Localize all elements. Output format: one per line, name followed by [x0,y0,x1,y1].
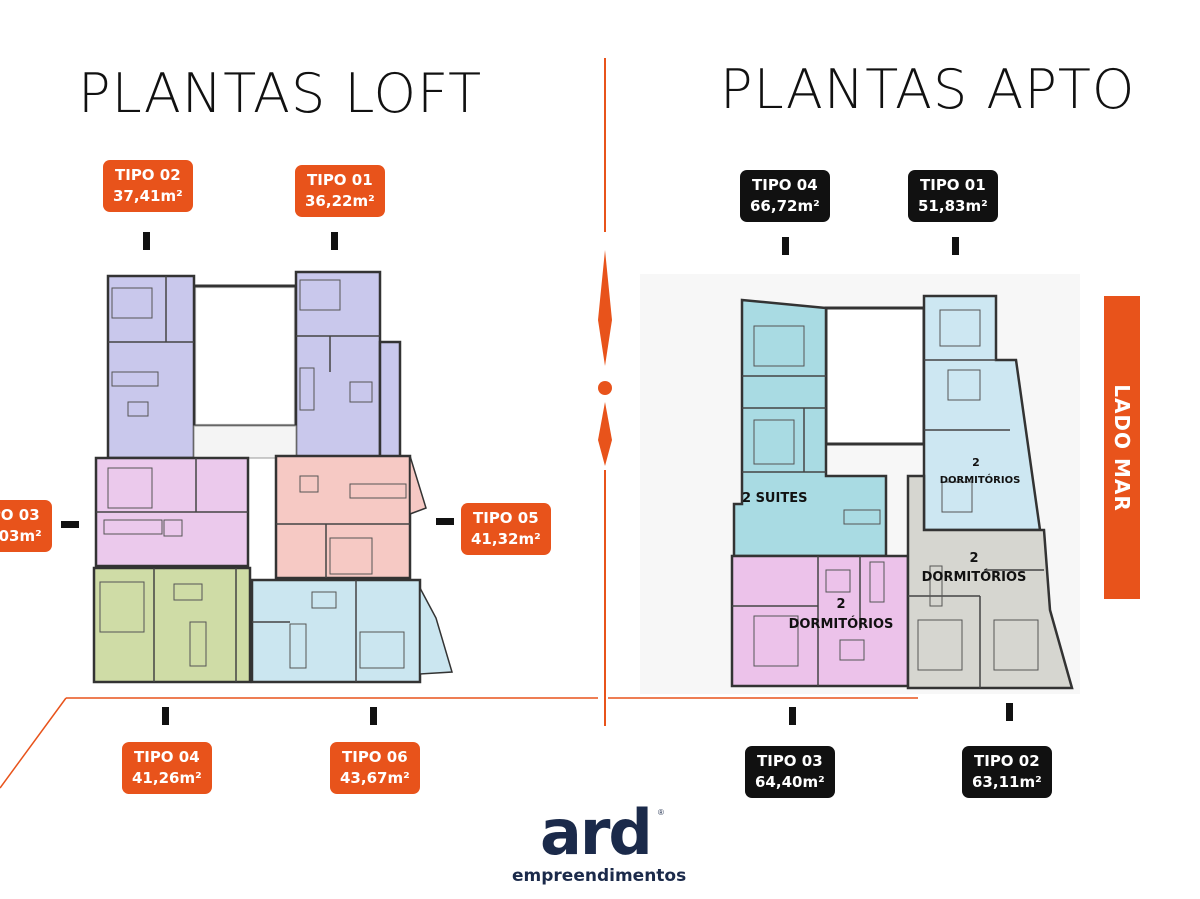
apto-tipo02-name: TIPO 02 [974,752,1040,770]
loft-tipo01-tick [331,232,338,250]
apto-label-suites: 2 SUITES [742,491,807,506]
loft-furniture [99,279,407,669]
divider-dot [598,381,612,395]
loft-tipo02-name: TIPO 02 [115,166,181,184]
loft-tipo04-tick [162,707,169,725]
apto-tipo04-badge: TIPO 04 66,72m² [740,170,830,222]
loft-unit-tipo01-bump [378,340,402,460]
apto-tipo04-area: 66,72m² [750,197,820,215]
apto-label-dorm-right-word: DORMITÓRIOS [922,569,1027,585]
apto-interior-walls [732,359,1044,688]
loft-interior-walls [96,276,410,682]
loft-tipo05-area: 41,32m² [471,530,541,548]
logo-registered: ® [658,808,664,817]
apto-tipo01-area: 51,83m² [918,197,988,215]
divider-diamond-bottom [598,402,612,466]
apto-tipo02-badge: TIPO 02 63,11m² [962,746,1052,798]
loft-tipo03-area: 39,03m² [0,527,42,545]
apto-courtyard [824,306,926,446]
loft-tipo03-badge: TIPO 03 39,03m² [0,500,52,552]
loft-unit-tipo02 [106,274,196,460]
loft-floor-plan [92,270,453,684]
loft-tipo03-tick [61,521,79,528]
loft-tipo06-name: TIPO 06 [342,748,408,766]
loft-title: PLANTAS LOFT [78,62,483,125]
apto-tipo03-badge: TIPO 03 64,40m² [745,746,835,798]
loft-corridor [193,425,297,459]
apto-furniture [753,309,1039,671]
loft-tipo05-name: TIPO 05 [473,509,539,527]
apto-label-dorm-small-word: DORMITÓRIOS [940,473,1021,486]
loft-tipo03-name: TIPO 03 [0,506,40,524]
loft-tipo06-tick [370,707,377,725]
apto-unit-tipo03 [730,554,910,688]
apto-tipo04-tick [782,237,789,255]
lado-mar-label: LADO MAR [1110,383,1134,512]
ard-logo: ard ® empreendimentos [512,796,700,888]
lado-mar-banner: LADO MAR [1104,296,1140,599]
loft-tipo05-badge: TIPO 05 41,32m² [461,503,551,555]
loft-unit-tipo04 [92,566,252,684]
loft-tipo04-name: TIPO 04 [134,748,200,766]
apto-tipo01-name: TIPO 01 [920,176,986,194]
loft-diagonal-line [0,697,67,789]
apto-label-dorm-center-word: DORMITÓRIOS [789,616,894,632]
apto-tipo03-area: 64,40m² [755,773,825,791]
divider-diamond-top [598,250,612,366]
loft-unit-tipo05-balcony [409,455,427,516]
loft-tipo02-tick [143,232,150,250]
apto-tipo03-name: TIPO 03 [757,752,823,770]
loft-courtyard-grid [195,287,295,425]
apto-floor-plan: 2 SUITES 2 DORMITÓRIOS 2 DORMITÓRIOS 2 D… [640,274,1080,694]
apto-label-dorm-right-count: 2 [969,551,978,566]
loft-unit-tipo06-balcony [419,587,453,675]
apto-unit-tipo02 [906,474,1074,690]
apto-tipo02-area: 63,11m² [972,773,1042,791]
loft-unit-tipo05 [274,454,412,580]
apto-label-dorm-small-count: 2 [972,456,980,469]
apto-tipo02-tick [1006,703,1013,721]
apto-tipo01-badge: TIPO 01 51,83m² [908,170,998,222]
loft-courtyard [192,284,298,428]
loft-tipo01-area: 36,22m² [305,192,375,210]
logo-subtitle: empreendimentos [512,866,687,886]
loft-tipo02-badge: TIPO 02 37,41m² [103,160,193,212]
apto-label-dorm-center-count: 2 [836,597,845,612]
apto-tipo04-name: TIPO 04 [752,176,818,194]
loft-tipo05-tick [436,518,454,525]
loft-tipo04-badge: TIPO 04 41,26m² [122,742,212,794]
apto-title: PLANTAS APTO [720,58,1136,121]
loft-tipo06-badge: TIPO 06 43,67m² [330,742,420,794]
logo-mark: ard [540,796,653,869]
apto-tipo01-tick [952,237,959,255]
loft-tipo01-badge: TIPO 01 36,22m² [295,165,385,217]
apto-tipo03-tick [789,707,796,725]
loft-unit-tipo01 [294,270,382,460]
loft-tipo04-area: 41,26m² [132,769,202,787]
loft-tipo01-name: TIPO 01 [307,171,373,189]
loft-tipo02-area: 37,41m² [113,187,183,205]
loft-tipo06-area: 43,67m² [340,769,410,787]
